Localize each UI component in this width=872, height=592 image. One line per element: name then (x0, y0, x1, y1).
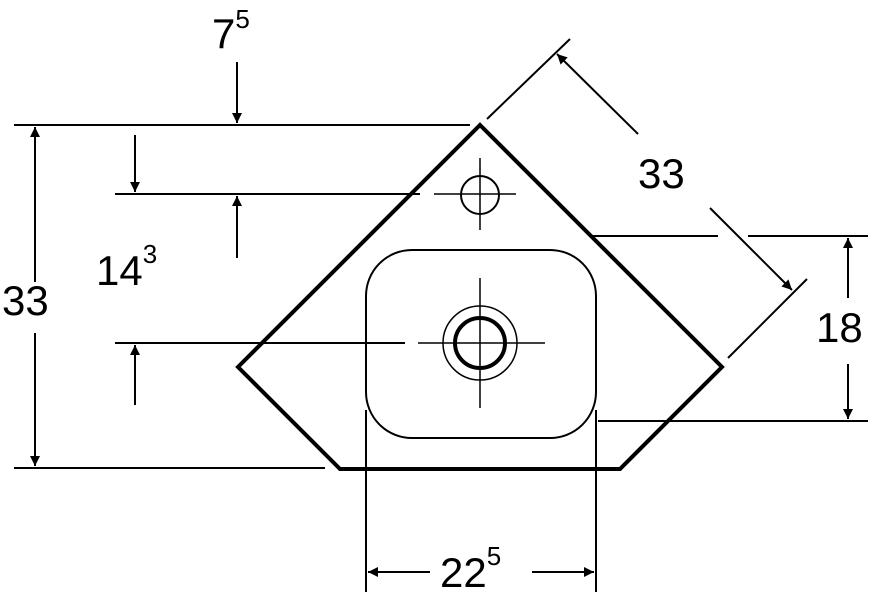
dim-left-label: 33 (2, 277, 49, 324)
basin-outline (235, 122, 725, 471)
dim-top-label: 75 (212, 4, 250, 57)
dim-bottom-label: 225 (440, 541, 501, 592)
dim-diagonal-label: 33 (638, 150, 685, 197)
dim-right-label: 18 (816, 304, 863, 351)
dim-diagonal-arrow-up (556, 53, 639, 135)
dim-diagonal-arrow-down (709, 207, 793, 291)
dim-inner-label: 143 (96, 239, 157, 294)
extension-line-diagonal-bottom (727, 278, 808, 359)
extension-line-diagonal-top (486, 38, 571, 120)
